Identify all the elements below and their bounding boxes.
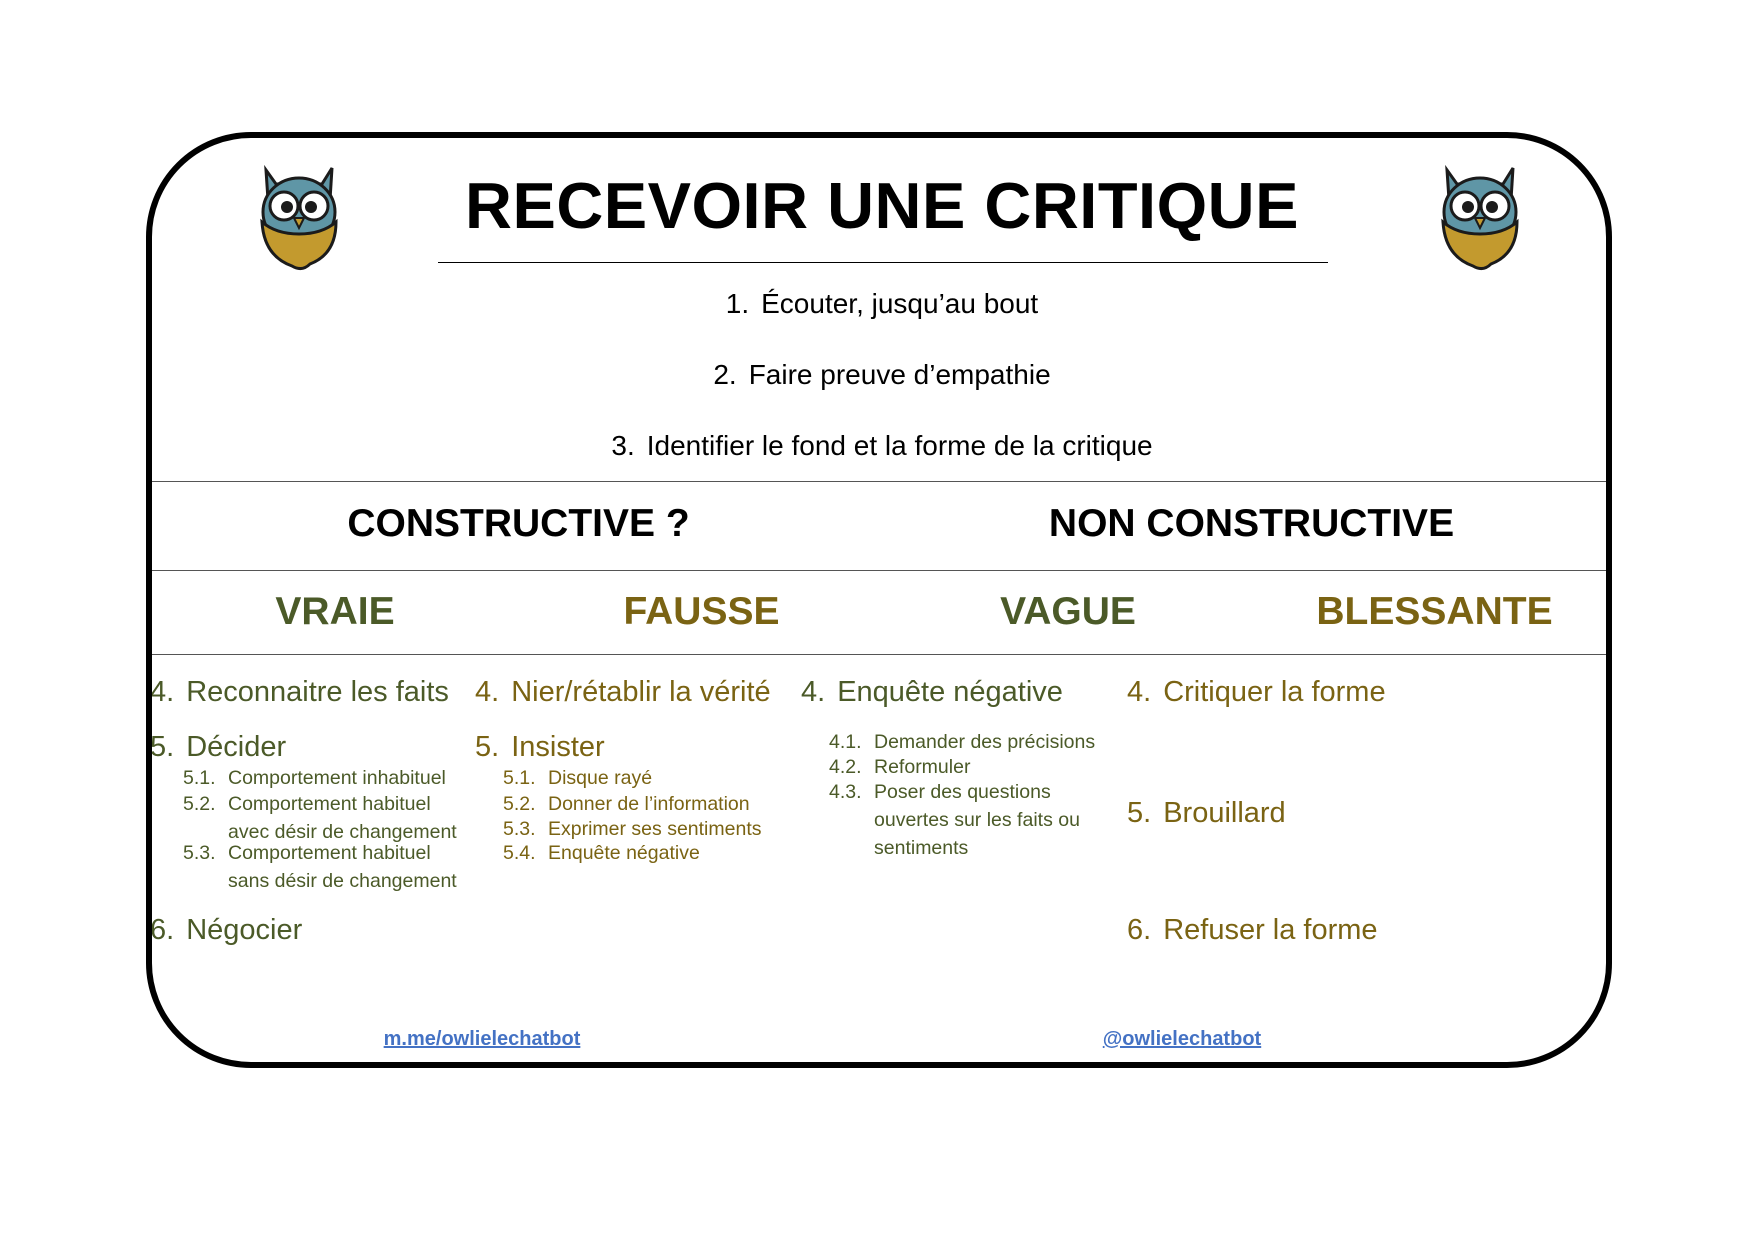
vraie-sub-5-1: 5.1. Comportement inhabituel: [183, 764, 446, 792]
owl-mascot-icon: [260, 164, 338, 271]
sub-number: 5.3.: [183, 842, 216, 864]
item-number: 6.: [1127, 914, 1152, 946]
group-header-non-constructive: NON CONSTRUCTIVE: [1048, 502, 1455, 545]
sub-number: 4.1.: [829, 731, 862, 753]
step-1: 1. Écouter, jusqu’au bout: [432, 286, 1332, 322]
step-text: Faire preuve d’empathie: [748, 359, 1051, 390]
item-text: Insister: [511, 731, 605, 763]
blessante-item-6: 6. Refuser la forme: [1127, 912, 1378, 948]
item-text: Reconnaitre les faits: [186, 676, 449, 708]
sub-number: 5.2.: [503, 793, 536, 815]
item-text: Refuser la forme: [1163, 914, 1378, 946]
sub-text: Poser des questions: [874, 781, 1051, 803]
item-text: Brouillard: [1163, 797, 1286, 829]
sub-text: Comportement habituel: [228, 793, 431, 815]
sub-number: 5.1.: [183, 767, 216, 789]
vague-item-4: 4. Enquête négative: [801, 674, 1063, 710]
sub-text: Donner de l’information: [548, 793, 750, 815]
sub-text: Reformuler: [874, 756, 971, 778]
vraie-item-4: 4. Reconnaitre les faits: [150, 674, 449, 710]
vraie-sub-5-2: 5.2. Comportement habituel avec désir de …: [183, 790, 457, 846]
item-text: Négocier: [186, 914, 303, 946]
column-header-vague: VAGUE: [1000, 590, 1136, 633]
column-header-vraie: VRAIE: [275, 590, 395, 633]
group-header-constructive: CONSTRUCTIVE ?: [347, 502, 690, 545]
sub-number: 4.3.: [829, 781, 862, 803]
fausse-sub-5-1: 5.1. Disque rayé: [503, 764, 652, 792]
item-number: 5.: [475, 731, 500, 763]
messenger-link[interactable]: m.me/owlielechatbot: [383, 1028, 581, 1050]
sub-text: Comportement habituel: [228, 842, 431, 864]
critique-card: RECEVOIR UNE CRITIQUE 1. Écouter, jusqu’a…: [146, 132, 1612, 1068]
sub-text: Disque rayé: [548, 767, 653, 789]
blessante-item-5: 5. Brouillard: [1127, 795, 1286, 831]
owl-mascot-icon: [1441, 164, 1519, 271]
sub-number: 5.3.: [503, 818, 536, 840]
blessante-item-4: 4. Critiquer la forme: [1127, 674, 1386, 710]
step-number: 2.: [713, 359, 737, 390]
sub-text-continued: ouvertes sur les faits ou: [874, 809, 1080, 831]
sub-text: Enquête négative: [548, 842, 700, 864]
sub-text-continued: avec désir de changement: [228, 821, 457, 843]
section-divider: [152, 654, 1606, 655]
vague-sub-4-3: 4.3. Poser des questions ouvertes sur les…: [829, 778, 1080, 862]
vague-sub-4-2: 4.2. Reformuler: [829, 753, 970, 781]
step-number: 1.: [725, 288, 750, 319]
page-title: RECEVOIR UNE CRITIQUE: [465, 169, 1299, 242]
column-header-fausse: FAUSSE: [623, 590, 780, 633]
item-number: 5.: [1127, 797, 1152, 829]
twitter-handle-link[interactable]: @owlielechatbot: [1102, 1028, 1262, 1050]
item-number: 5.: [150, 731, 175, 763]
title-divider: [438, 262, 1328, 263]
item-number: 4.: [475, 676, 500, 708]
vraie-item-6: 6. Négocier: [150, 912, 303, 948]
sub-text: Demander des précisions: [874, 731, 1096, 753]
item-number: 4.: [801, 676, 826, 708]
item-number: 4.: [150, 676, 175, 708]
item-text: Critiquer la forme: [1163, 676, 1386, 708]
step-text: Écouter, jusqu’au bout: [761, 288, 1039, 319]
fausse-sub-5-4: 5.4. Enquête négative: [503, 839, 700, 867]
fausse-item-5: 5. Insister: [475, 729, 605, 765]
fausse-sub-5-3: 5.3. Exprimer ses sentiments: [503, 815, 761, 843]
fausse-item-4: 4. Nier/rétablir la vérité: [475, 674, 771, 710]
step-text: Identifier le fond et la forme de la cri…: [646, 430, 1153, 461]
item-number: 6.: [150, 914, 175, 946]
step-2: 2. Faire preuve d’empathie: [432, 357, 1332, 393]
sub-number: 5.4.: [503, 842, 536, 864]
vague-sub-4-1: 4.1. Demander des précisions: [829, 728, 1095, 756]
sub-number: 4.2.: [829, 756, 862, 778]
vraie-sub-5-3: 5.3. Comportement habituel sans désir de …: [183, 839, 457, 895]
step-number: 3.: [611, 430, 635, 461]
vraie-item-5: 5. Décider: [150, 729, 287, 765]
fausse-sub-5-2: 5.2. Donner de l’information: [503, 790, 750, 818]
section-divider: [152, 570, 1606, 571]
sub-text-continued: sentiments: [874, 837, 969, 859]
item-number: 4.: [1127, 676, 1152, 708]
item-text: Nier/rétablir la vérité: [511, 676, 771, 708]
item-text: Décider: [186, 731, 287, 763]
sub-text: Comportement inhabituel: [228, 767, 446, 789]
section-divider: [152, 481, 1606, 482]
column-header-blessante: BLESSANTE: [1316, 590, 1553, 633]
sub-text-continued: sans désir de changement: [228, 870, 457, 892]
item-text: Enquête négative: [837, 676, 1063, 708]
step-3: 3. Identifier le fond et la forme de la c…: [432, 428, 1332, 464]
sub-number: 5.1.: [503, 767, 536, 789]
sub-number: 5.2.: [183, 793, 216, 815]
sub-text: Exprimer ses sentiments: [548, 818, 762, 840]
